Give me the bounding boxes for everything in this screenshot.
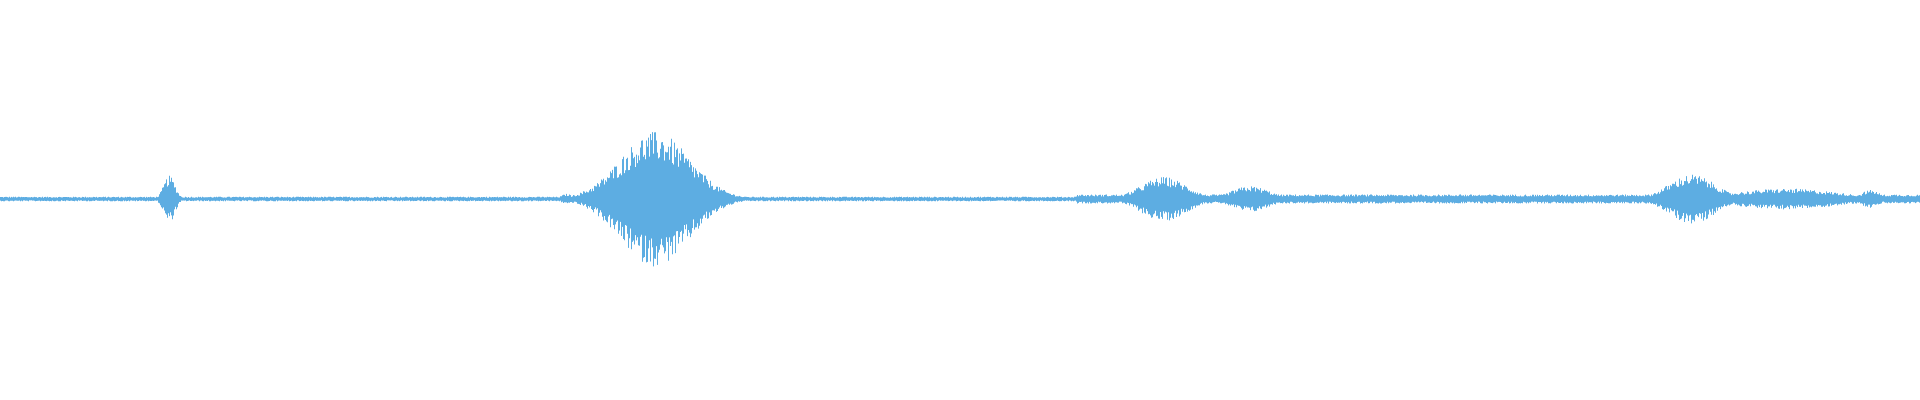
waveform-trace xyxy=(0,132,1920,267)
